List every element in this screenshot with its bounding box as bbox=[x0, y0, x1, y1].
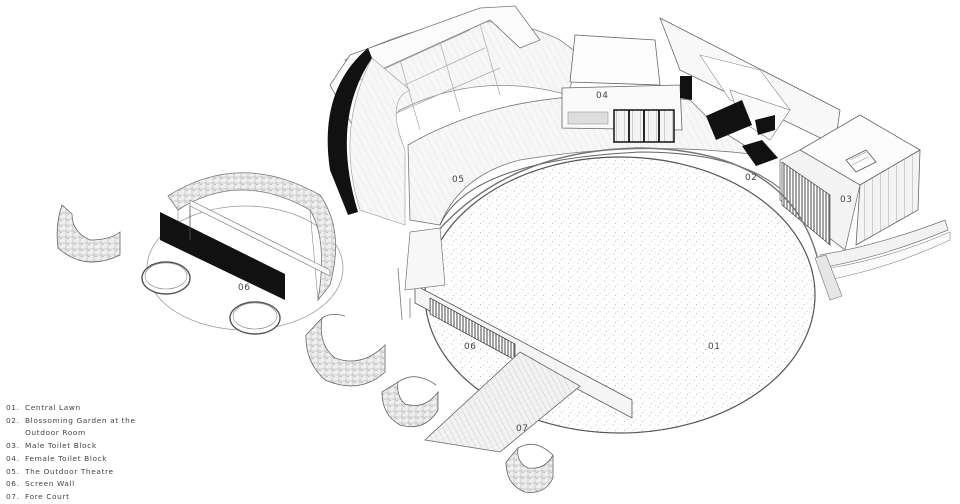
legend-number: 04. bbox=[6, 453, 20, 463]
male-toilet-block bbox=[779, 114, 951, 281]
legend-item: 02. Blossoming Garden at the Outdoor Room bbox=[6, 415, 137, 440]
curved-dark-wall bbox=[327, 48, 372, 215]
legend-item: 06. Screen Wall bbox=[6, 478, 137, 491]
legend-text: Male Toilet Block bbox=[25, 441, 97, 451]
legend-text: Fore Court bbox=[25, 491, 70, 501]
zone-label-02: 02 bbox=[745, 173, 757, 183]
legend: 01. Central Lawn 02. Blossoming Garden at … bbox=[6, 402, 137, 504]
legend-text: Central Lawn bbox=[25, 403, 81, 412]
zone-label-05: 05 bbox=[452, 175, 464, 185]
stone-ring-planter bbox=[381, 376, 439, 428]
theatre-terraces bbox=[327, 5, 581, 226]
fore-court bbox=[424, 351, 581, 453]
legend-text: Blossoming Garden at the Outdoor Room bbox=[25, 415, 136, 438]
stone-ring-planter bbox=[56, 204, 121, 263]
legend-item: 01. Central Lawn bbox=[6, 402, 137, 415]
zone-label-06-right: 06 bbox=[464, 342, 476, 352]
zone-label-01: 01 bbox=[708, 342, 720, 352]
female-toilet-block bbox=[561, 34, 683, 143]
legend-item: 03. Male Toilet Block bbox=[6, 440, 137, 453]
legend-number: 05. bbox=[6, 466, 20, 476]
zone-label-03: 03 bbox=[840, 195, 852, 205]
zone-label-04: 04 bbox=[596, 91, 608, 101]
stone-ring-planter bbox=[305, 314, 386, 387]
legend-item: 04. Female Toilet Block bbox=[6, 453, 137, 466]
zone-label-06-left: 06 bbox=[238, 283, 250, 293]
legend-number: 01. bbox=[6, 403, 20, 412]
legend-number: 03. bbox=[6, 441, 20, 451]
legend-text: The Outdoor Theatre bbox=[25, 466, 114, 476]
legend-number: 07. bbox=[6, 491, 20, 501]
legend-text: Female Toilet Block bbox=[25, 453, 108, 463]
legend-item: 07. Fore Court bbox=[6, 491, 137, 504]
legend-item: 05. The Outdoor Theatre bbox=[6, 466, 137, 479]
left-screen-wall bbox=[160, 199, 331, 300]
legend-number: 02. bbox=[6, 415, 20, 425]
garden-outdoor-room bbox=[659, 17, 841, 166]
stone-ring-planter bbox=[505, 443, 554, 493]
zone-label-07: 07 bbox=[516, 424, 528, 434]
legend-number: 06. bbox=[6, 479, 20, 489]
legend-text: Screen Wall bbox=[25, 479, 75, 489]
